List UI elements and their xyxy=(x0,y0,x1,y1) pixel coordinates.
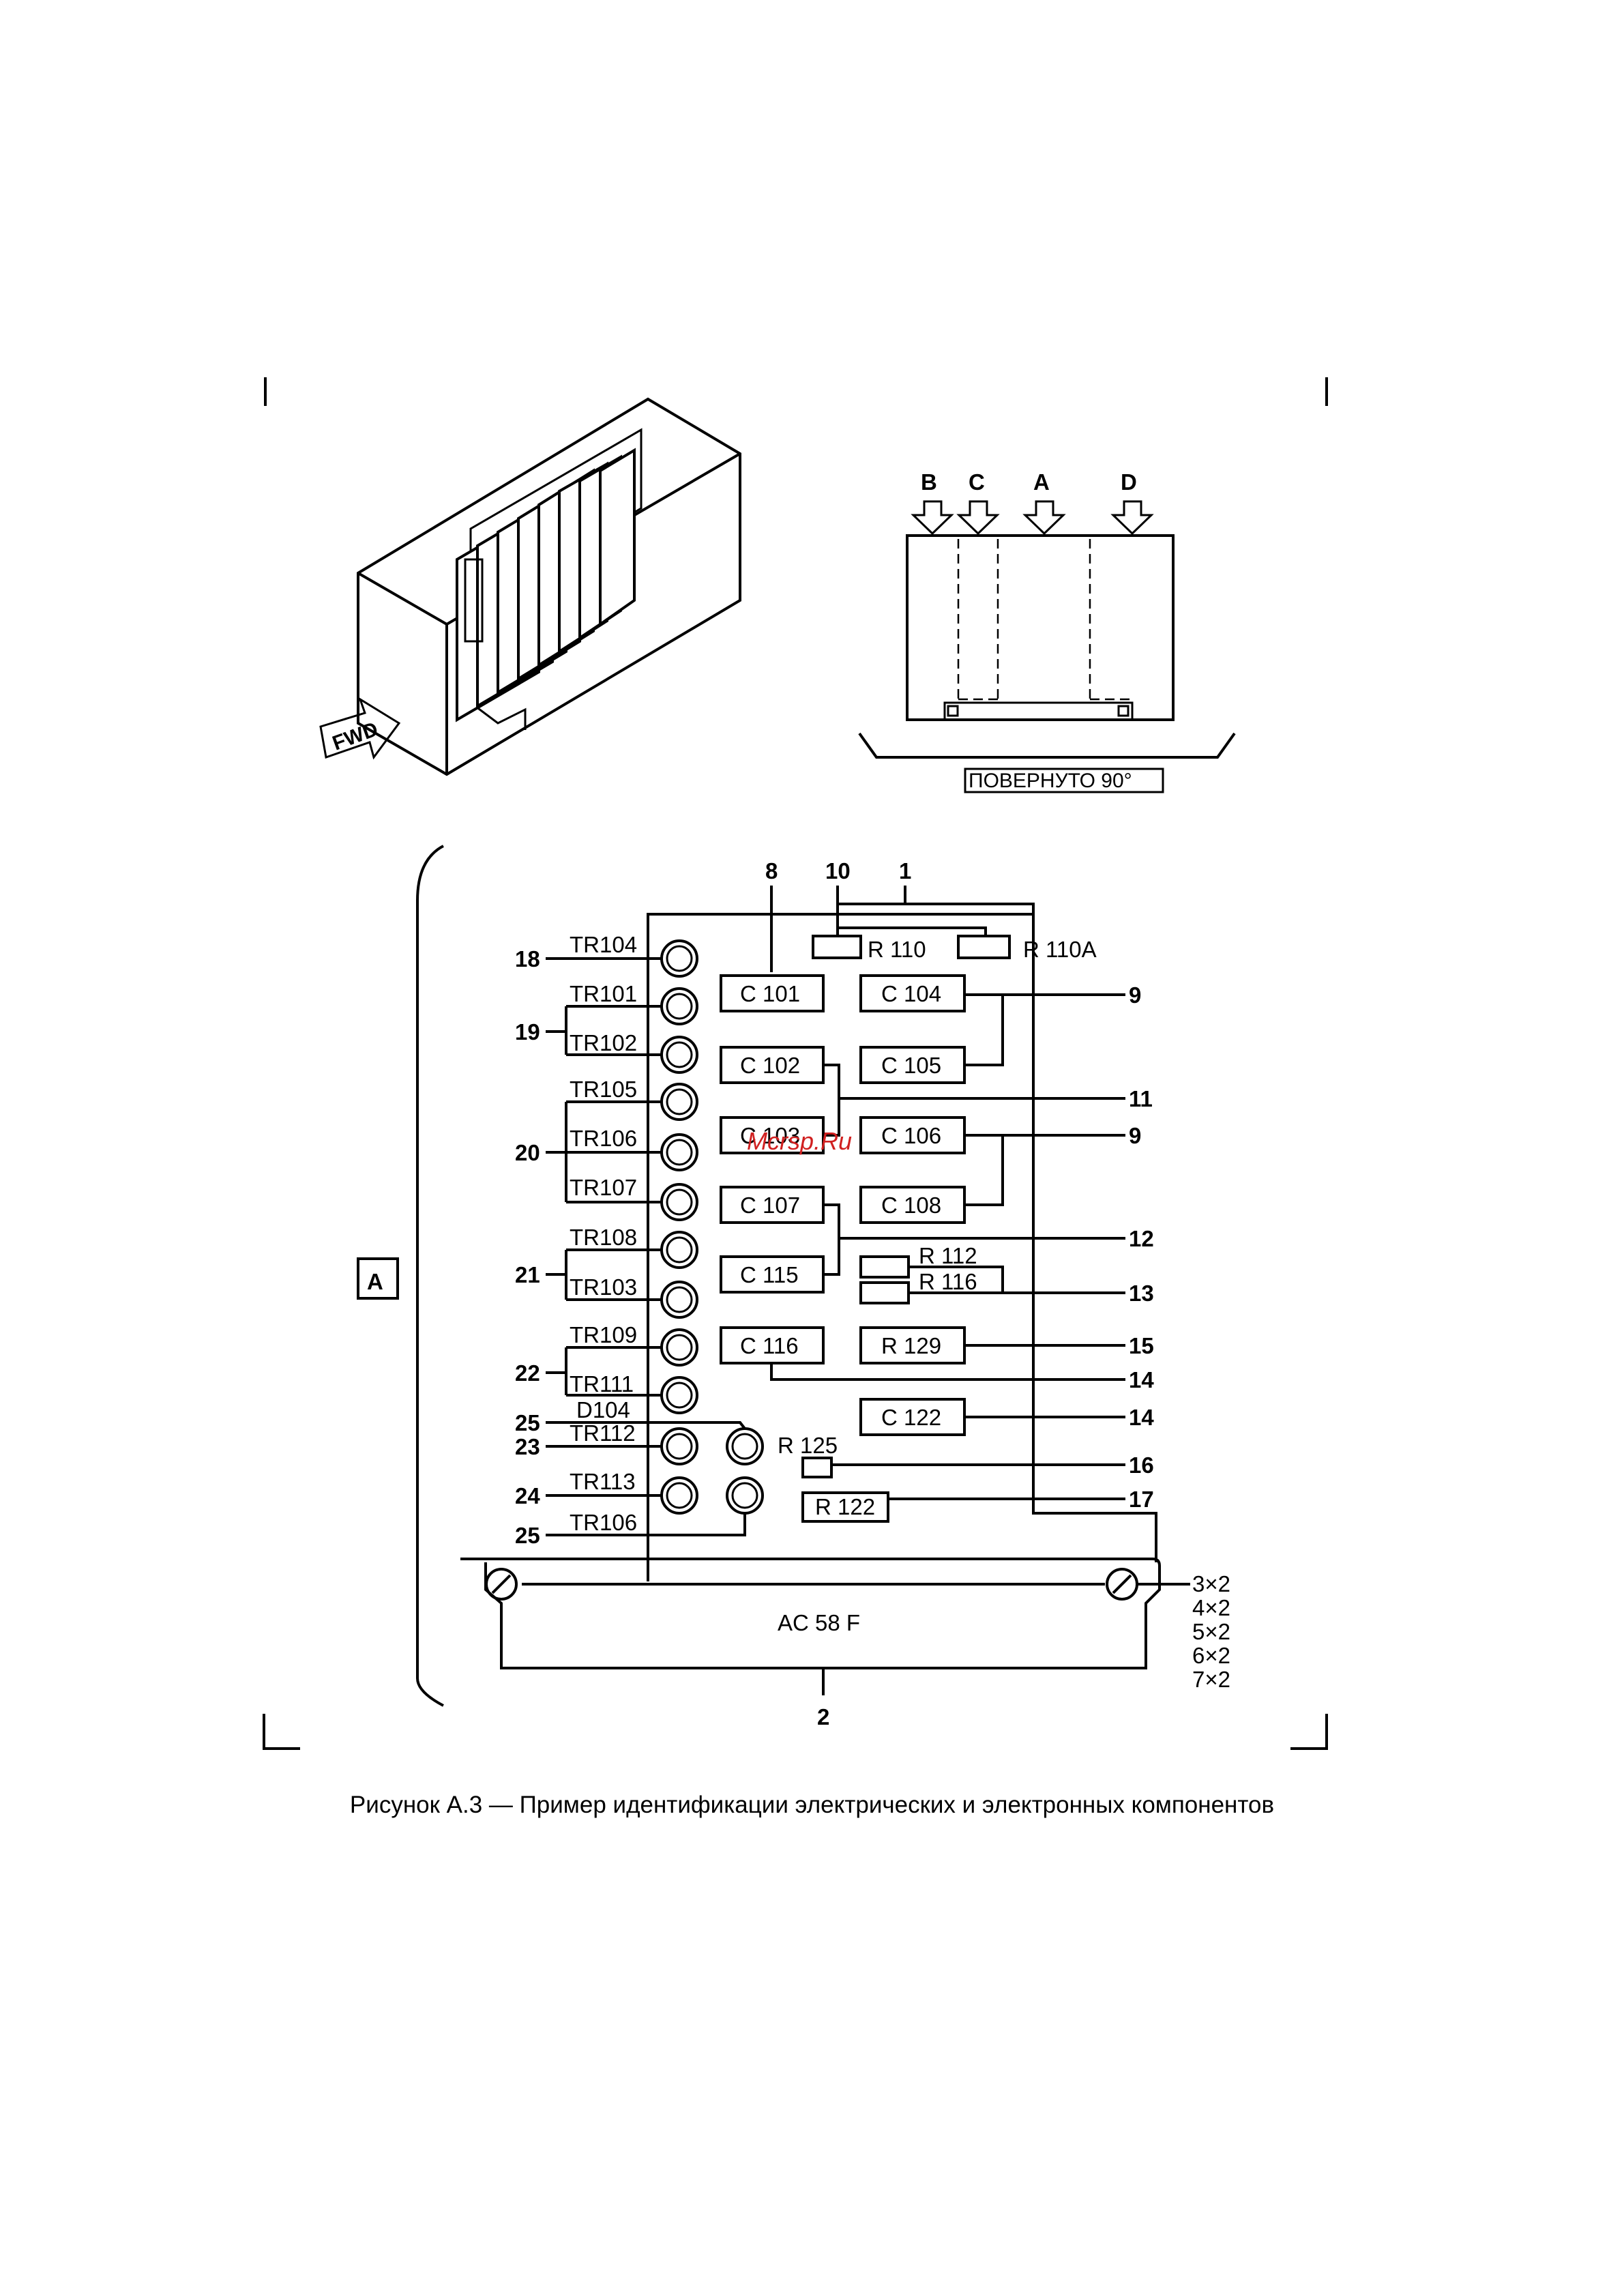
r110a-label: R 110A xyxy=(1023,937,1097,962)
callout-10: 10 xyxy=(825,858,851,883)
r129-label: R 129 xyxy=(881,1333,941,1358)
panel-letter: A xyxy=(367,1269,383,1294)
tr101-label: TR101 xyxy=(570,981,637,1006)
tr102-label: TR102 xyxy=(570,1030,637,1055)
transistor-column xyxy=(660,939,764,1515)
rotated-view-drawing: B C A D ПОВЕРНУТО 90° xyxy=(858,469,1236,793)
callout-14b: 14 xyxy=(1129,1405,1154,1430)
c105-label: C 105 xyxy=(881,1053,941,1078)
callout-15: 15 xyxy=(1129,1333,1154,1358)
callout-8: 8 xyxy=(765,858,778,883)
screw-label-7x2: 7×2 xyxy=(1192,1667,1230,1692)
tr113-label: TR113 xyxy=(570,1469,636,1494)
r122-label: R 122 xyxy=(815,1494,875,1519)
r112-label: R 112 xyxy=(919,1243,977,1268)
tr103-label: TR103 xyxy=(570,1274,637,1300)
callout-20: 20 xyxy=(515,1140,540,1165)
callout-23: 23 xyxy=(515,1434,540,1459)
fwd-arrow: FWD xyxy=(319,697,401,760)
screw-label-5x2: 5×2 xyxy=(1192,1619,1230,1644)
r125-label: R 125 xyxy=(778,1433,838,1458)
schematic-panel: A AC 58 F 2 8 10 1 R 110 R 110A C 101 C … xyxy=(357,845,1230,1729)
c101-label: C 101 xyxy=(740,981,800,1006)
callout-18: 18 xyxy=(515,946,540,972)
callout-9b: 9 xyxy=(1129,1123,1141,1148)
figure-caption: Рисунок А.3 — Пример идентификации элект… xyxy=(349,1792,1275,1818)
view-letter-d: D xyxy=(1121,469,1137,495)
tr104-label: TR104 xyxy=(570,932,637,957)
view-letter-b: B xyxy=(921,469,937,495)
c107-label: C 107 xyxy=(740,1193,800,1218)
callout-11: 11 xyxy=(1129,1086,1153,1111)
callout-1: 1 xyxy=(899,858,911,883)
callout-25b: 25 xyxy=(515,1523,540,1548)
watermark: Mcrsp.Ru xyxy=(747,1127,853,1155)
c115-label: C 115 xyxy=(740,1262,799,1287)
screw-label-6x2: 6×2 xyxy=(1192,1643,1230,1668)
callout-19: 19 xyxy=(515,1019,540,1045)
rotated-label: ПОВЕРНУТО 90° xyxy=(969,770,1132,792)
bottom-number: 2 xyxy=(817,1704,829,1729)
c104-label: C 104 xyxy=(881,981,941,1006)
r110-label: R 110 xyxy=(868,937,926,962)
crop-marks xyxy=(263,377,1328,1750)
c106-label: C 106 xyxy=(881,1123,941,1148)
callout-25a: 25 xyxy=(515,1410,540,1435)
d104-label: D104 xyxy=(576,1397,630,1422)
callout-13: 13 xyxy=(1129,1281,1154,1306)
tr107-label: TR107 xyxy=(570,1175,637,1200)
callout-16: 16 xyxy=(1129,1452,1154,1478)
callout-9a: 9 xyxy=(1129,982,1141,1008)
c108-label: C 108 xyxy=(881,1193,941,1218)
tr105-label: TR105 xyxy=(570,1077,637,1102)
fwd-label: FWD xyxy=(329,718,381,755)
c122-label: C 122 xyxy=(881,1405,941,1430)
view-arrows xyxy=(911,500,1154,536)
rack-isometric-drawing: FWD xyxy=(319,397,741,776)
callout-12: 12 xyxy=(1129,1226,1154,1251)
callout-24: 24 xyxy=(515,1483,540,1508)
callout-14a: 14 xyxy=(1129,1367,1154,1392)
rack-cards xyxy=(456,448,636,722)
c102-label: C 102 xyxy=(740,1053,800,1078)
screw-label-4x2: 4×2 xyxy=(1192,1595,1230,1620)
view-letter-c: C xyxy=(969,469,985,495)
c103-label: C 103 xyxy=(740,1123,800,1148)
r116-label: R 116 xyxy=(919,1269,977,1294)
tr109-label: TR109 xyxy=(570,1322,637,1347)
view-letter-a: A xyxy=(1033,469,1050,495)
tr108-label: TR108 xyxy=(570,1225,637,1250)
connector-label: AC 58 F xyxy=(778,1610,860,1635)
c116-label: C 116 xyxy=(740,1333,799,1358)
callout-22: 22 xyxy=(515,1360,540,1386)
callout-21: 21 xyxy=(515,1262,540,1287)
callout-17: 17 xyxy=(1129,1487,1154,1512)
tr106b-label: TR106 xyxy=(570,1510,637,1535)
tr111-label: TR111 xyxy=(570,1371,634,1397)
tr106-label: TR106 xyxy=(570,1126,637,1151)
tr112-label: TR112 xyxy=(570,1420,636,1446)
screw-label-3x2: 3×2 xyxy=(1192,1571,1230,1596)
